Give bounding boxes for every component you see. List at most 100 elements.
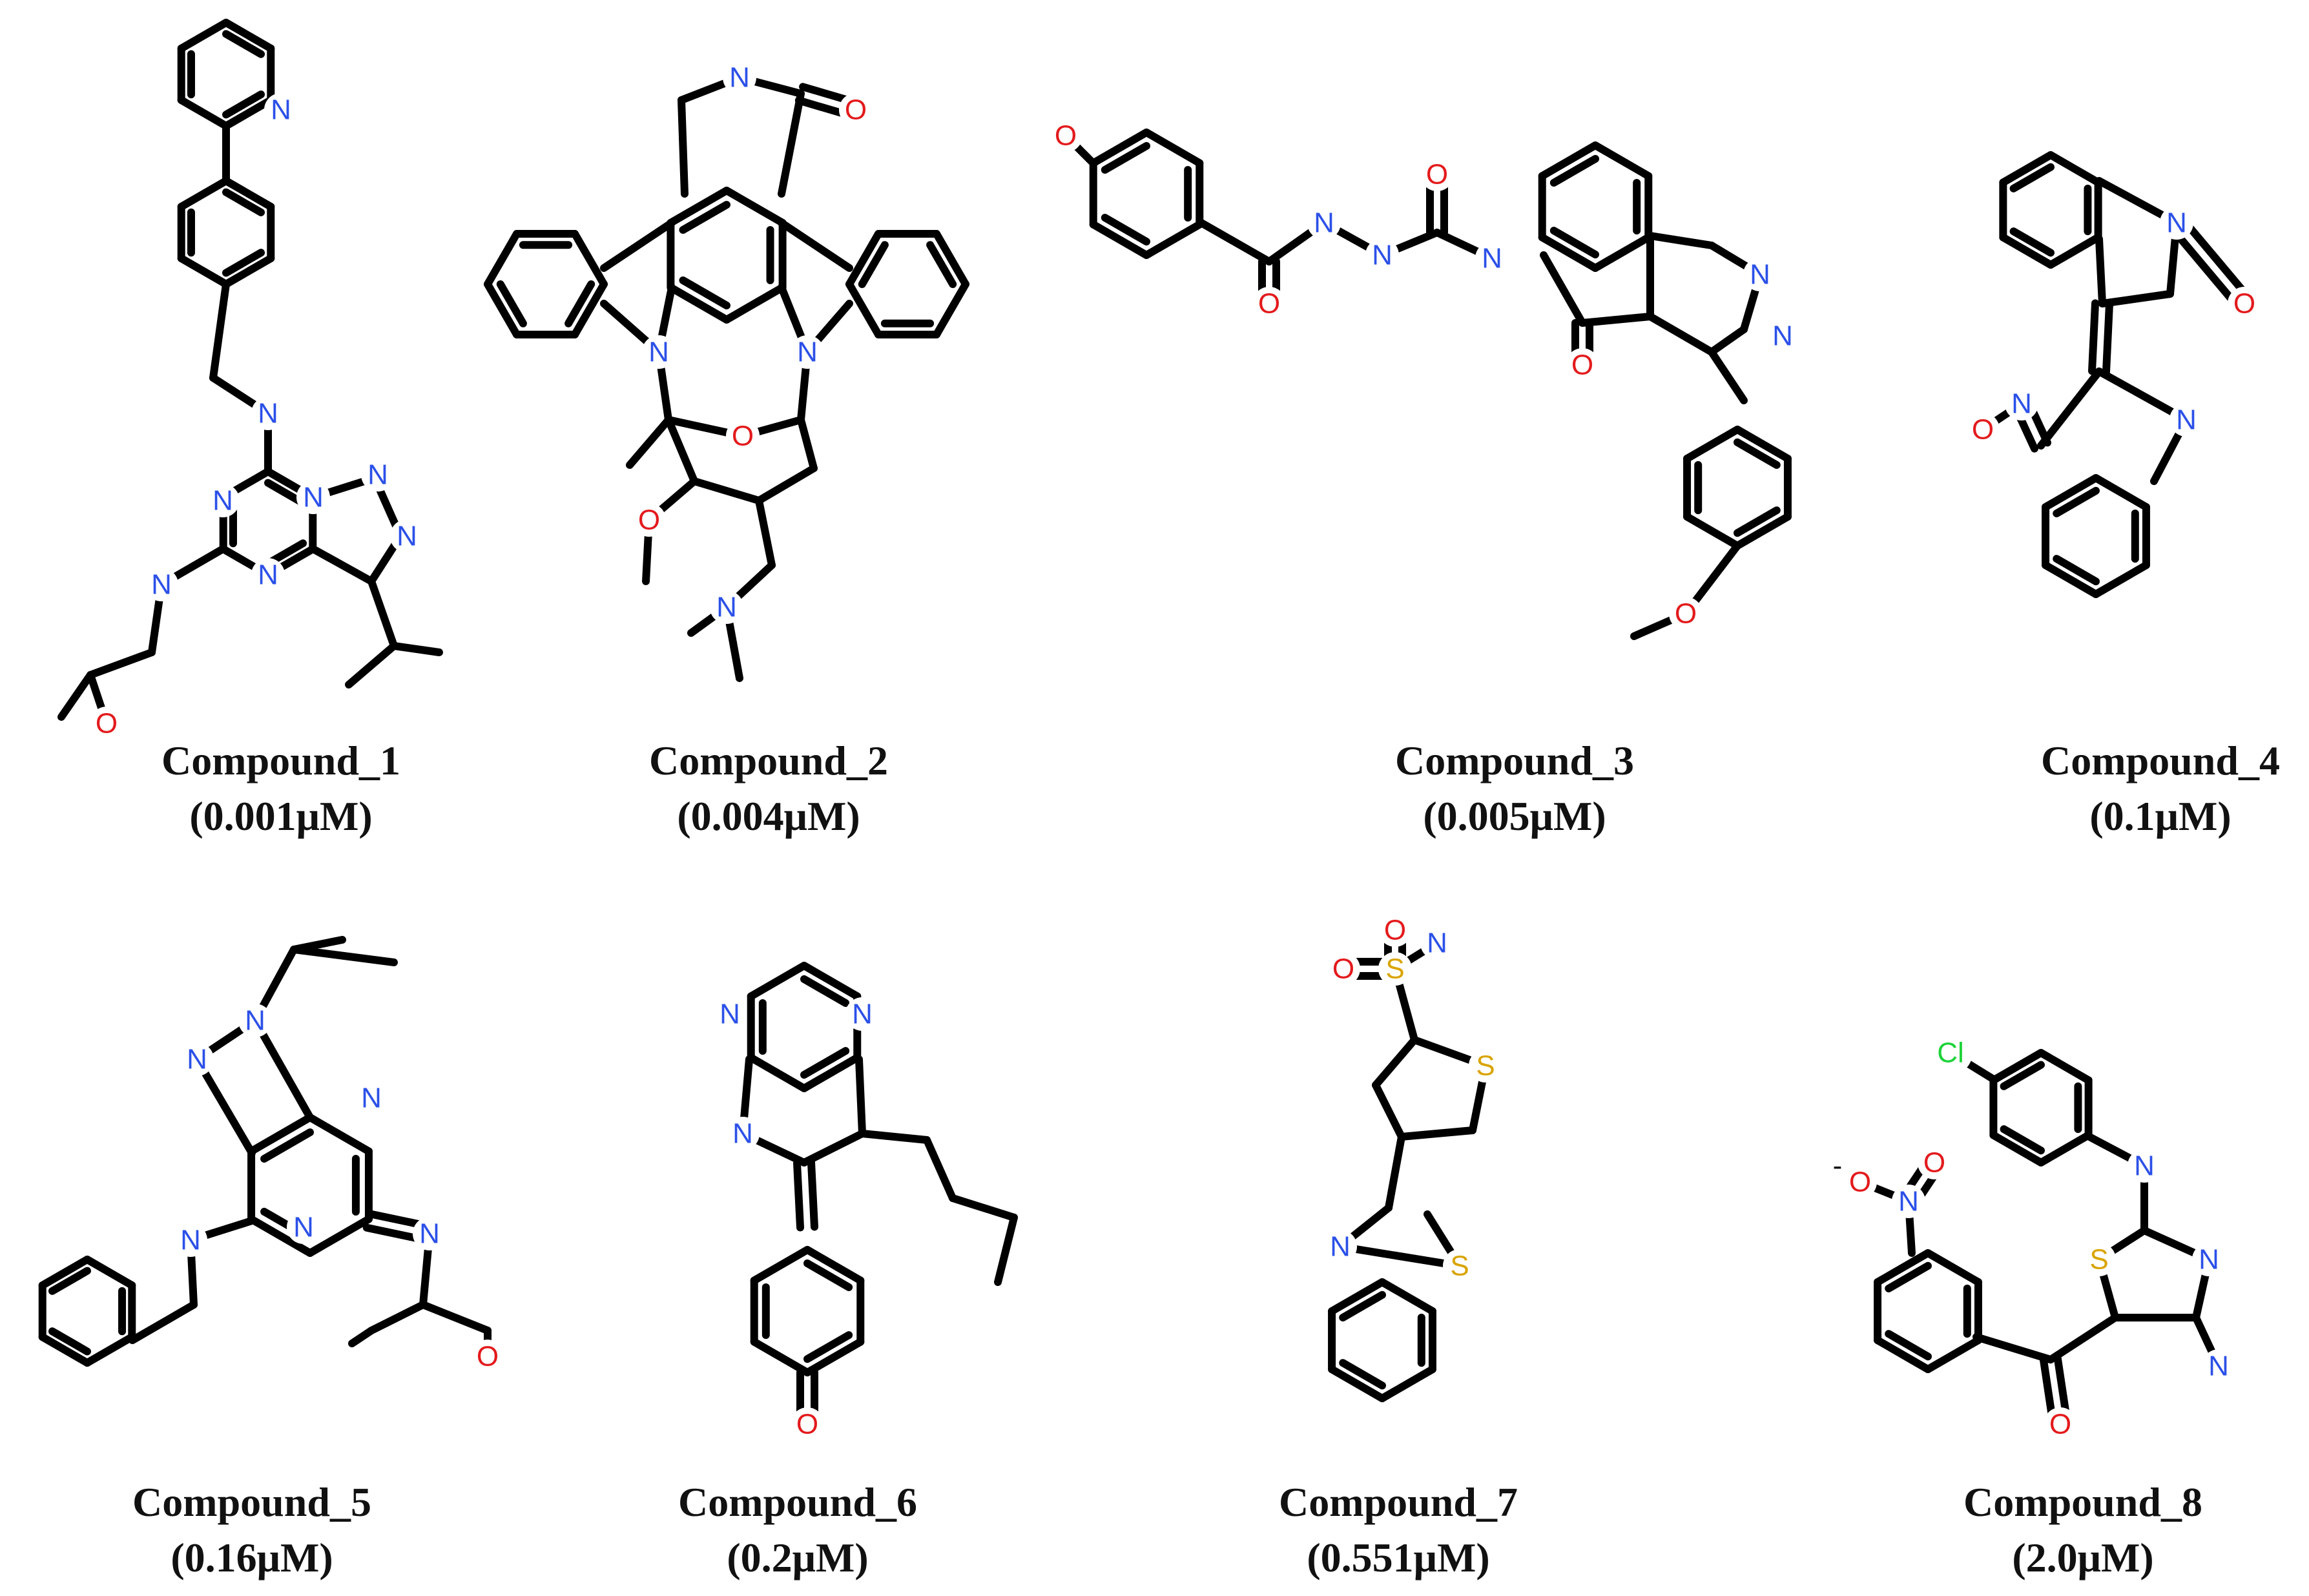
compound-1-benzene [177,177,230,211]
aromatic-bond [48,1327,91,1356]
compound-1-pyrazole [309,545,375,585]
compound-8-cl: Cl [1937,1037,1964,1069]
atom-background [1669,597,1703,630]
compound-3-o: O [1675,598,1697,630]
aromatic-bond [2000,1061,2045,1090]
compound-3-indeno [1591,233,1653,272]
atom-background [1443,1249,1476,1283]
compound-2-benzene-right [845,230,882,288]
atom-background [2082,1243,2116,1276]
compound-3-n: N [1772,320,1793,352]
compound-6-exo [793,1159,805,1232]
atom-background [1475,242,1509,275]
compound-value-7: (0.551μM) [1307,1535,1490,1580]
atom-background [726,1117,760,1150]
compound-5-n: N [419,1218,440,1250]
compound-2-o: O [845,94,867,126]
atom-background [723,61,756,94]
compound-2-core [667,187,730,227]
compound-6-butyl [949,1194,1018,1221]
compound-7-benzene [1378,1365,1436,1402]
atom-background [1766,319,1799,353]
compound-4-benzene-top [1999,151,2055,187]
atom-background [413,1217,446,1250]
atom-background [2160,206,2193,240]
atom-background [1049,119,1082,152]
compound-value-6: (0.2μM) [727,1535,869,1580]
compound-value-2: (0.004μM) [677,793,860,839]
compound-7-benzene [1328,1365,1386,1402]
compound-6-pyrrole [800,1130,866,1166]
atom-background [287,1210,320,1244]
compound-name-1: Compound_1 [161,738,400,783]
compound-6-butyl [923,1136,957,1202]
compound-7-s: S [1450,1250,1469,1282]
compound-2-core [723,187,787,227]
atom-background [791,335,824,369]
compound-4-n: N [2166,207,2187,239]
compound-5-chain [419,1301,492,1334]
aromatic-bond [1101,141,1150,174]
aromatic-bond [496,280,527,327]
atom-background [1743,258,1777,291]
compound-4-n: N [2176,404,2197,436]
compound-5-benzene [38,1333,91,1367]
compound-5-purine [306,1114,373,1156]
compound-3-chain [1197,219,1273,265]
compound-3-o: O [1426,159,1448,191]
compound-name-8: Compound_8 [1963,1479,2202,1525]
compound-8-nitrophenyl [1924,1336,1982,1373]
compound-6-pyrazine [747,1053,808,1092]
compound-8-ketone [1972,1333,2055,1363]
compound-1-pyridine [222,96,275,130]
compound-2-amine [755,497,776,569]
atom-background [2044,1407,2077,1441]
compound-3-o: O [1258,288,1280,320]
atom-background [1469,1049,1502,1083]
compound-name-3: Compound_3 [1395,738,1634,783]
compound-4-exo [2088,299,2100,375]
compound-6-n: N [732,1118,753,1150]
aromatic-bond [2053,486,2100,517]
compound-2-benzene-right [845,280,882,338]
compound-1-benzene [177,254,230,288]
compound-caption-4: Compound_4 (0.1μM) [1934,733,2309,844]
aromatic-bond [1339,1290,1386,1321]
atom-background [1929,1031,1972,1075]
compound-5-benzene [83,1256,136,1289]
atom-background [361,458,395,492]
compound-3-anisole [1734,426,1792,462]
compound-7-s: S [1385,953,1404,985]
compound-2-benzene-left [571,280,608,338]
compound-3-benzene [1143,220,1204,259]
compound-1-o: O [96,708,118,740]
aromatic-bond [800,975,850,1007]
compound-7-benzene [1328,1278,1386,1315]
compound-4-five-bottom [2037,368,2103,450]
compound-1-n: N [397,521,417,552]
compound-6-pyrazine [800,962,862,1000]
compound-2-benzene-left [571,230,608,288]
compound-3-indeno [1538,233,1599,272]
compound-8-nitrophenyl [1924,1249,1982,1286]
aromatic-bond [1734,506,1781,537]
compound-7-bond [1385,1133,1405,1212]
compound-1-pyridine [222,19,275,52]
atom-background [2169,403,2203,437]
compound-7-o: O [1384,915,1406,946]
aromatic-bond [803,1259,853,1291]
compound-5-purine [306,1215,373,1257]
compound-caption-6: Compound_6 (0.2μM) [572,1475,1024,1586]
compound-1-isopropyl [390,642,443,656]
compound-4-o: O [2233,288,2255,320]
compound-2-bond [600,219,676,272]
aromatic-bond [1549,154,1599,187]
aromatic-bond [800,1047,850,1079]
compound-4-benzene-bottom [2042,561,2100,598]
compound-8-n: N [2134,1150,2155,1182]
compound-2-o: O [732,420,754,452]
compound-4-n: N [2011,388,2032,420]
compound-8-o: O [2049,1409,2071,1440]
compound-value-8: (2.0μM) [2012,1535,2154,1580]
compound-5-imidazole [251,1017,314,1121]
